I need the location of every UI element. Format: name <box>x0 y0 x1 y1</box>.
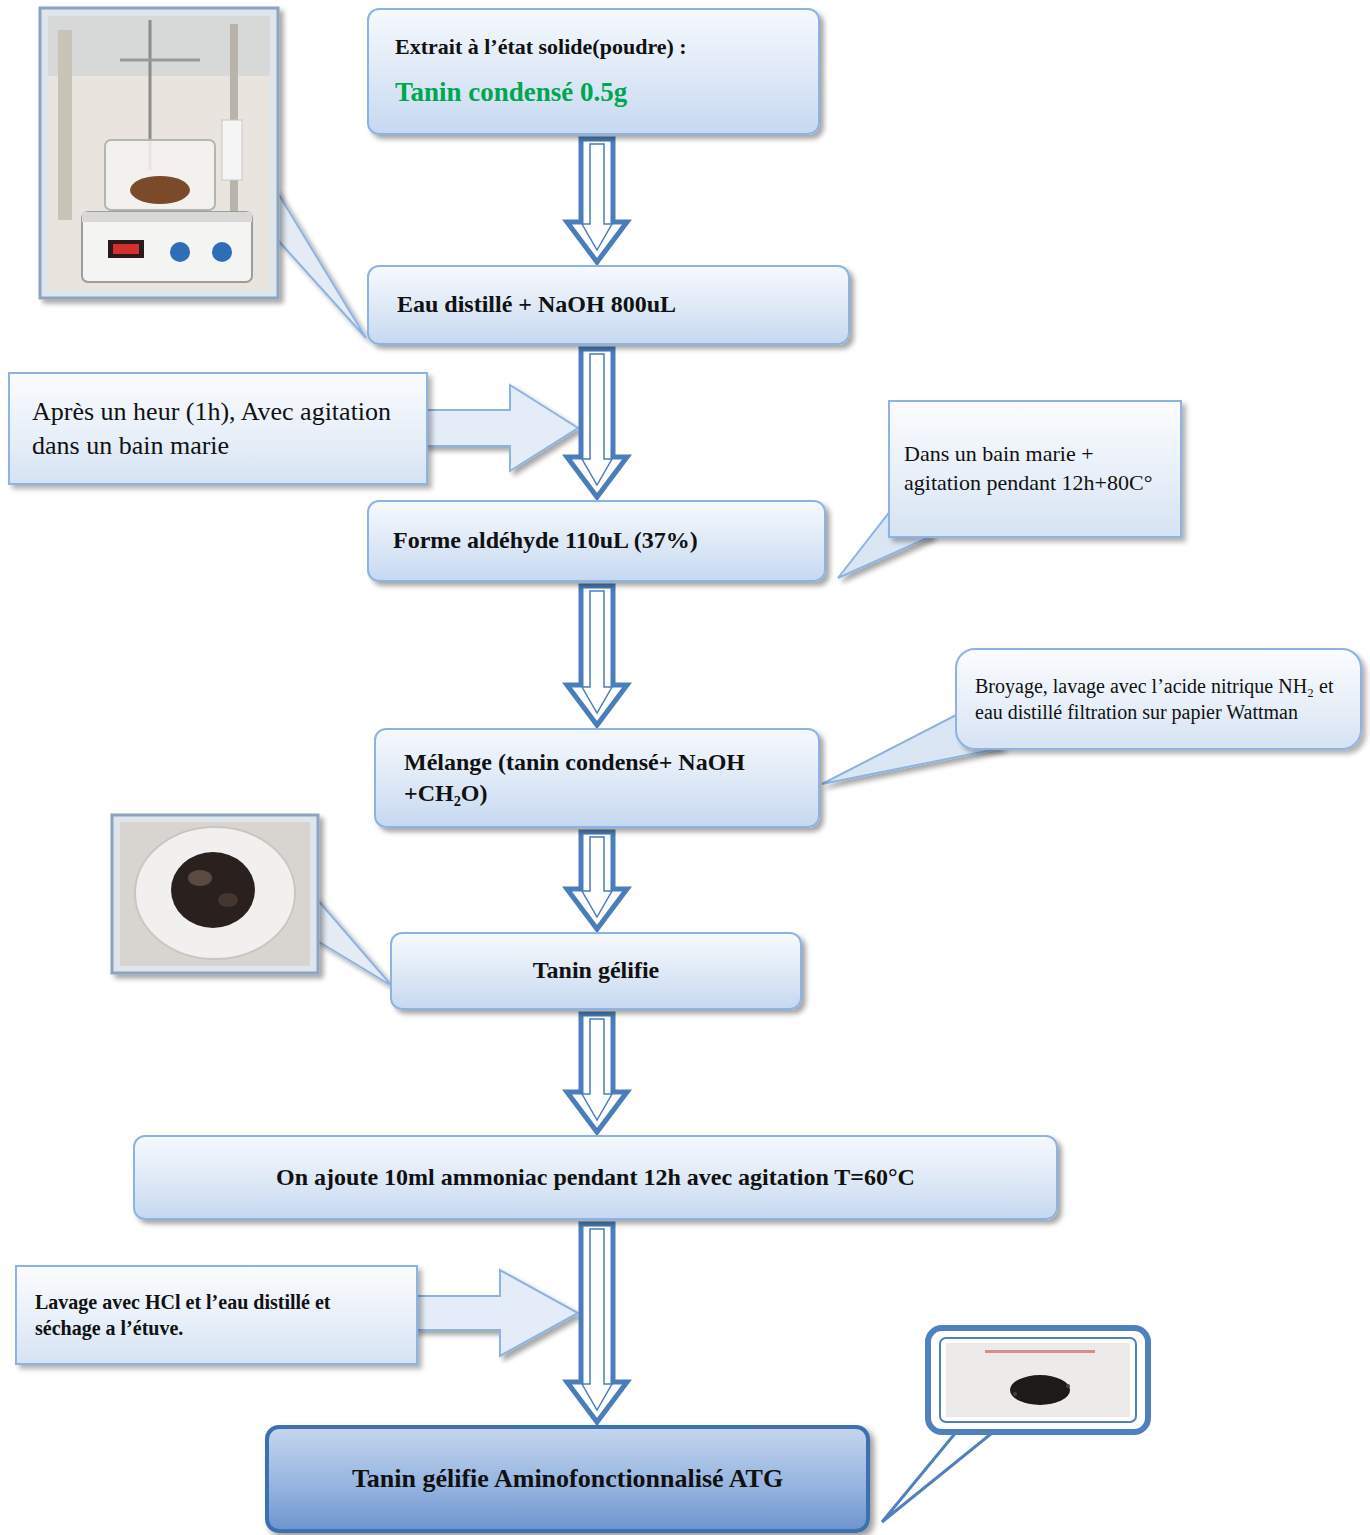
callout-arrow <box>414 1270 578 1356</box>
process-box: Extrait à l’état solide(poudre) : Tanin c… <box>367 8 820 135</box>
flow-arrow <box>567 1224 627 1422</box>
callout-note: Lavage avec HCl et l’eau distillé et séc… <box>15 1265 418 1365</box>
flow-arrow <box>567 349 627 497</box>
flow-arrow <box>567 586 627 725</box>
box-text: Dans un bain marie + agitation pendant 1… <box>904 440 1166 497</box>
lab-photo <box>40 8 366 338</box>
box-text: Forme aldéhyde 110uL (37%) <box>393 525 800 556</box>
callout-note: Après un heur (1h), Avec agitation dans … <box>8 372 428 485</box>
process-box: Eau distillé + NaOH 800uL <box>367 265 850 345</box>
result-box: Tanin gélifie Aminofonctionnalisé ATG <box>265 1425 870 1533</box>
box-text: Mélange (tanin condensé+ NaOH +CH₂O) <box>404 747 790 809</box>
product-photo <box>882 1328 1148 1522</box>
box-text: Extrait à l’état solide(poudre) : <box>395 33 792 62</box>
flow-arrow <box>567 139 627 262</box>
process-box: Forme aldéhyde 110uL (37%) <box>367 500 826 582</box>
box-text: Après un heur (1h), Avec agitation dans … <box>32 395 404 463</box>
process-box: Tanin gélifie <box>390 932 802 1010</box>
box-text: On ajoute 10ml ammoniac pendant 12h avec… <box>159 1162 1032 1193</box>
process-box: Mélange (tanin condensé+ NaOH +CH₂O) <box>374 728 820 828</box>
box-subtext: Tanin condensé 0.5g <box>395 75 792 110</box>
flow-arrow <box>567 832 627 929</box>
box-text: Tanin gélifie Aminofonctionnalisé ATG <box>349 1462 786 1496</box>
box-text: Tanin gélifie <box>416 955 776 986</box>
box-text: Broyage, lavage avec l’acide nitrique NH… <box>975 673 1342 725</box>
process-box: On ajoute 10ml ammoniac pendant 12h avec… <box>133 1135 1058 1220</box>
flow-arrow <box>567 1014 627 1132</box>
callout-note: Broyage, lavage avec l’acide nitrique NH… <box>955 648 1362 750</box>
box-text: Eau distillé + NaOH 800uL <box>397 289 820 320</box>
box-text: Lavage avec HCl et l’eau distillé et séc… <box>35 1289 398 1341</box>
callout-note: Dans un bain marie + agitation pendant 1… <box>888 400 1182 538</box>
callout-arrow <box>424 385 578 471</box>
gel-photo <box>112 815 392 986</box>
